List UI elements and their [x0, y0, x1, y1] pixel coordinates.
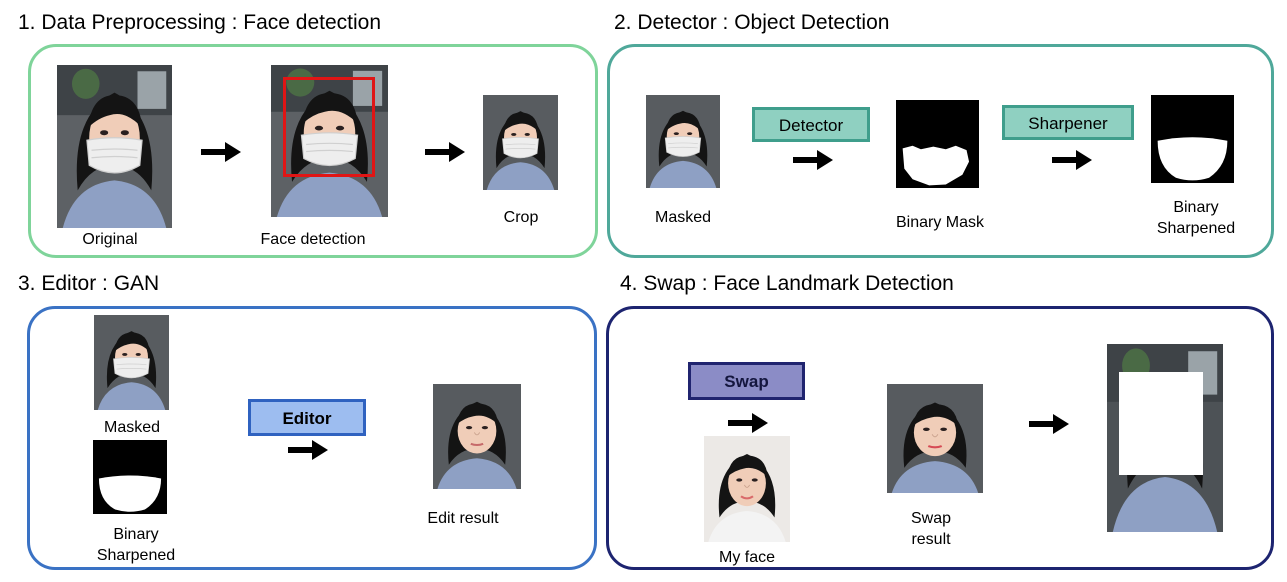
masked-label-detector: Masked — [654, 209, 712, 226]
right-arrow-icon — [288, 438, 328, 462]
panel-detector — [607, 44, 1274, 258]
right-arrow-icon — [425, 140, 465, 164]
binary-sharpened-image — [1151, 95, 1234, 183]
right-arrow-icon — [793, 148, 833, 172]
original-label: Original — [82, 231, 138, 248]
swap-result-label: Swap result — [910, 510, 952, 548]
my-face-label: My face — [718, 549, 775, 566]
panel-swap — [606, 306, 1274, 570]
binary-mask-image — [896, 100, 979, 188]
right-arrow-icon — [201, 140, 241, 164]
face-detection-photo — [271, 65, 388, 217]
section-title-preprocessing: 1. Data Preprocessing : Face detection — [18, 11, 382, 34]
right-arrow-icon — [1029, 412, 1069, 436]
binary-sharpened-label: Binary Sharpened — [1156, 199, 1236, 237]
section-title-swap: 4. Swap : Face Landmark Detection — [620, 272, 954, 295]
edit-result-label: Edit result — [427, 510, 499, 527]
panel-preprocessing — [28, 44, 598, 258]
section-title-detector: 2. Detector : Object Detection — [614, 11, 890, 34]
original-photo — [57, 65, 172, 228]
face-detection-label: Face detection — [260, 231, 366, 248]
swap-final-blank-region — [1119, 372, 1203, 475]
binary-mask-label: Binary Mask — [895, 214, 985, 231]
editor-button[interactable]: Editor — [248, 399, 366, 436]
masked-label-editor: Masked — [103, 419, 161, 436]
sharpener-button[interactable]: Sharpener — [1002, 105, 1134, 140]
detection-bounding-box — [283, 77, 375, 177]
crop-label: Crop — [503, 209, 539, 226]
my-face-photo — [704, 436, 790, 542]
section-title-editor: 3. Editor : GAN — [18, 272, 160, 295]
right-arrow-icon — [728, 411, 768, 435]
crop-photo — [483, 95, 558, 190]
panel-editor — [27, 306, 597, 570]
swap-result-photo — [887, 384, 983, 493]
edit-result-photo — [433, 384, 521, 489]
masked-photo-detector — [646, 95, 720, 188]
binary-sharpened-image-editor — [93, 440, 167, 514]
swap-button[interactable]: Swap — [688, 362, 805, 400]
detector-button[interactable]: Detector — [752, 107, 870, 142]
masked-photo-editor — [94, 315, 169, 410]
binary-sharpened-label-editor: Binary Sharpened — [96, 526, 176, 564]
right-arrow-icon — [1052, 148, 1092, 172]
